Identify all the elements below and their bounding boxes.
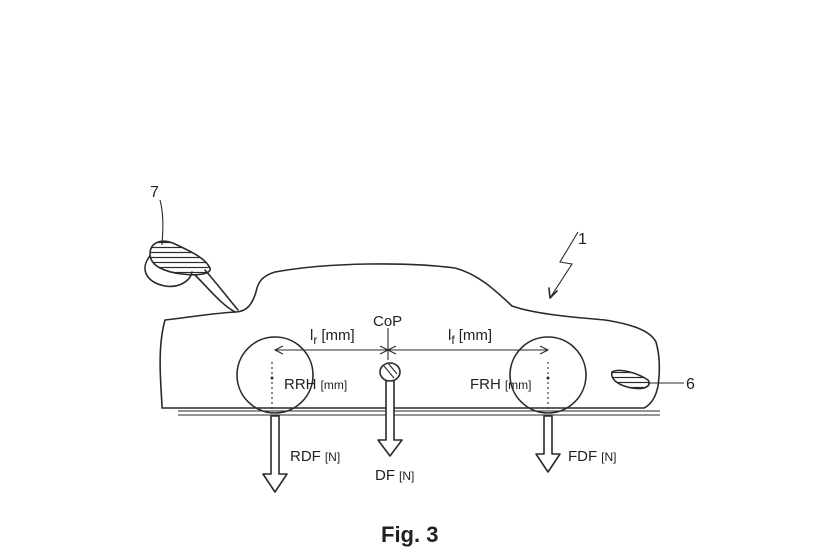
ref-7: 7 xyxy=(150,184,159,201)
cop-label: CoP xyxy=(373,313,402,330)
figure-caption: Fig. 3 xyxy=(381,522,438,547)
leader-1 xyxy=(549,231,579,299)
dim-arrow-right xyxy=(539,345,550,355)
front-ride-height-point xyxy=(546,376,550,380)
dim-arrow-left xyxy=(273,345,284,355)
rear-wing xyxy=(149,240,211,276)
dim-rear-label: lr[mm] xyxy=(310,327,355,347)
rdf-label: RDF[N] xyxy=(290,448,340,465)
df-arrow xyxy=(377,377,403,457)
ref-1: 1 xyxy=(578,231,587,248)
leader-7 xyxy=(159,199,164,246)
fdf-label: FDF[N] xyxy=(568,448,617,465)
leader-1-arrowhead xyxy=(548,287,558,299)
df-label: DF[N] xyxy=(375,467,414,484)
rear-ride-height-label: RRH[mm] xyxy=(284,376,347,393)
fdf-arrow xyxy=(535,415,561,473)
ref-6: 6 xyxy=(686,376,695,393)
cop-marker-hatch xyxy=(383,362,398,379)
rear-wheel xyxy=(236,336,314,414)
front-ride-height-label: FRH[mm] xyxy=(470,376,532,393)
front-aero-element xyxy=(610,369,650,390)
rear-ride-height-point xyxy=(270,376,274,380)
rdf-arrow xyxy=(262,415,288,493)
car-body-outline xyxy=(159,263,661,409)
rear-wing-strut xyxy=(194,274,236,313)
rear-wing-strut-2 xyxy=(204,269,239,311)
front-wheel xyxy=(509,336,587,414)
dim-front-label: lf[mm] xyxy=(448,327,492,347)
rear-wing-endplate xyxy=(144,255,193,288)
